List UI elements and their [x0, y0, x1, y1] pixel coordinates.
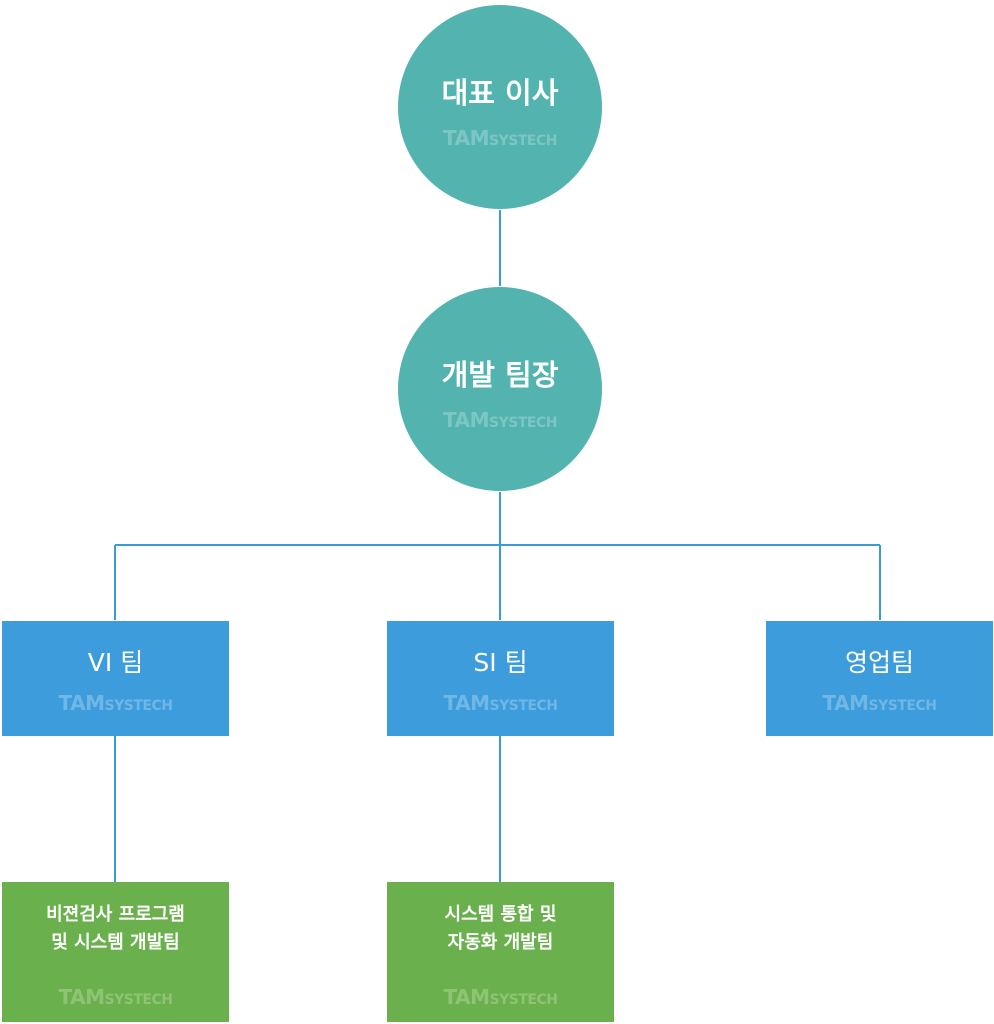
watermark: TAMSYSTECH: [59, 691, 173, 715]
si-dev-team-node: 시스템 통합 및 자동화 개발팀 TAMSYSTECH: [387, 882, 614, 1022]
si-dev-team-label: 시스템 통합 및 자동화 개발팀: [445, 901, 557, 957]
watermark-main: TAM: [443, 126, 490, 150]
sales-team-node: 영업팀 TAMSYSTECH: [766, 621, 993, 736]
si-dev-line2: 자동화 개발팀: [447, 932, 554, 953]
watermark: TAMSYSTECH: [443, 126, 557, 150]
watermark: TAMSYSTECH: [443, 408, 557, 432]
vision-dev-line1: 비젼검사 프로그램: [46, 904, 185, 925]
watermark-main: TAM: [443, 985, 490, 1009]
si-dev-line1: 시스템 통합 및: [444, 904, 557, 925]
vision-dev-team-node: 비젼검사 프로그램 및 시스템 개발팀 TAMSYSTECH: [2, 882, 229, 1022]
vision-dev-team-label: 비젼검사 프로그램 및 시스템 개발팀: [46, 901, 185, 957]
watermark-main: TAM: [58, 690, 105, 715]
watermark-sub: SYSTECH: [489, 992, 558, 1008]
watermark-sub: SYSTECH: [868, 697, 937, 714]
watermark: TAMSYSTECH: [59, 985, 173, 1009]
dev-lead-label: 개발 팀장: [441, 358, 559, 392]
watermark-main: TAM: [822, 690, 869, 715]
watermark-sub: SYSTECH: [489, 415, 557, 431]
si-team-node: SI 팀 TAMSYSTECH: [387, 621, 614, 736]
watermark-sub: SYSTECH: [104, 697, 173, 714]
watermark-main: TAM: [58, 985, 105, 1009]
sales-team-label: 영업팀: [844, 647, 914, 677]
watermark: TAMSYSTECH: [444, 985, 558, 1009]
watermark-sub: SYSTECH: [104, 992, 173, 1008]
watermark-main: TAM: [443, 408, 490, 432]
ceo-node: 대표 이사 TAMSYSTECH: [398, 5, 602, 209]
watermark-sub: SYSTECH: [489, 697, 558, 714]
vi-team-node: VI 팀 TAMSYSTECH: [2, 621, 229, 736]
dev-lead-node: 개발 팀장 TAMSYSTECH: [398, 287, 602, 491]
vi-team-label: VI 팀: [87, 647, 144, 677]
watermark: TAMSYSTECH: [444, 691, 558, 715]
vision-dev-line2: 및 시스템 개발팀: [51, 932, 180, 953]
si-team-label: SI 팀: [473, 647, 528, 677]
ceo-label: 대표 이사: [441, 76, 559, 110]
watermark: TAMSYSTECH: [823, 691, 937, 715]
watermark-main: TAM: [443, 690, 490, 715]
watermark-sub: SYSTECH: [489, 133, 557, 149]
